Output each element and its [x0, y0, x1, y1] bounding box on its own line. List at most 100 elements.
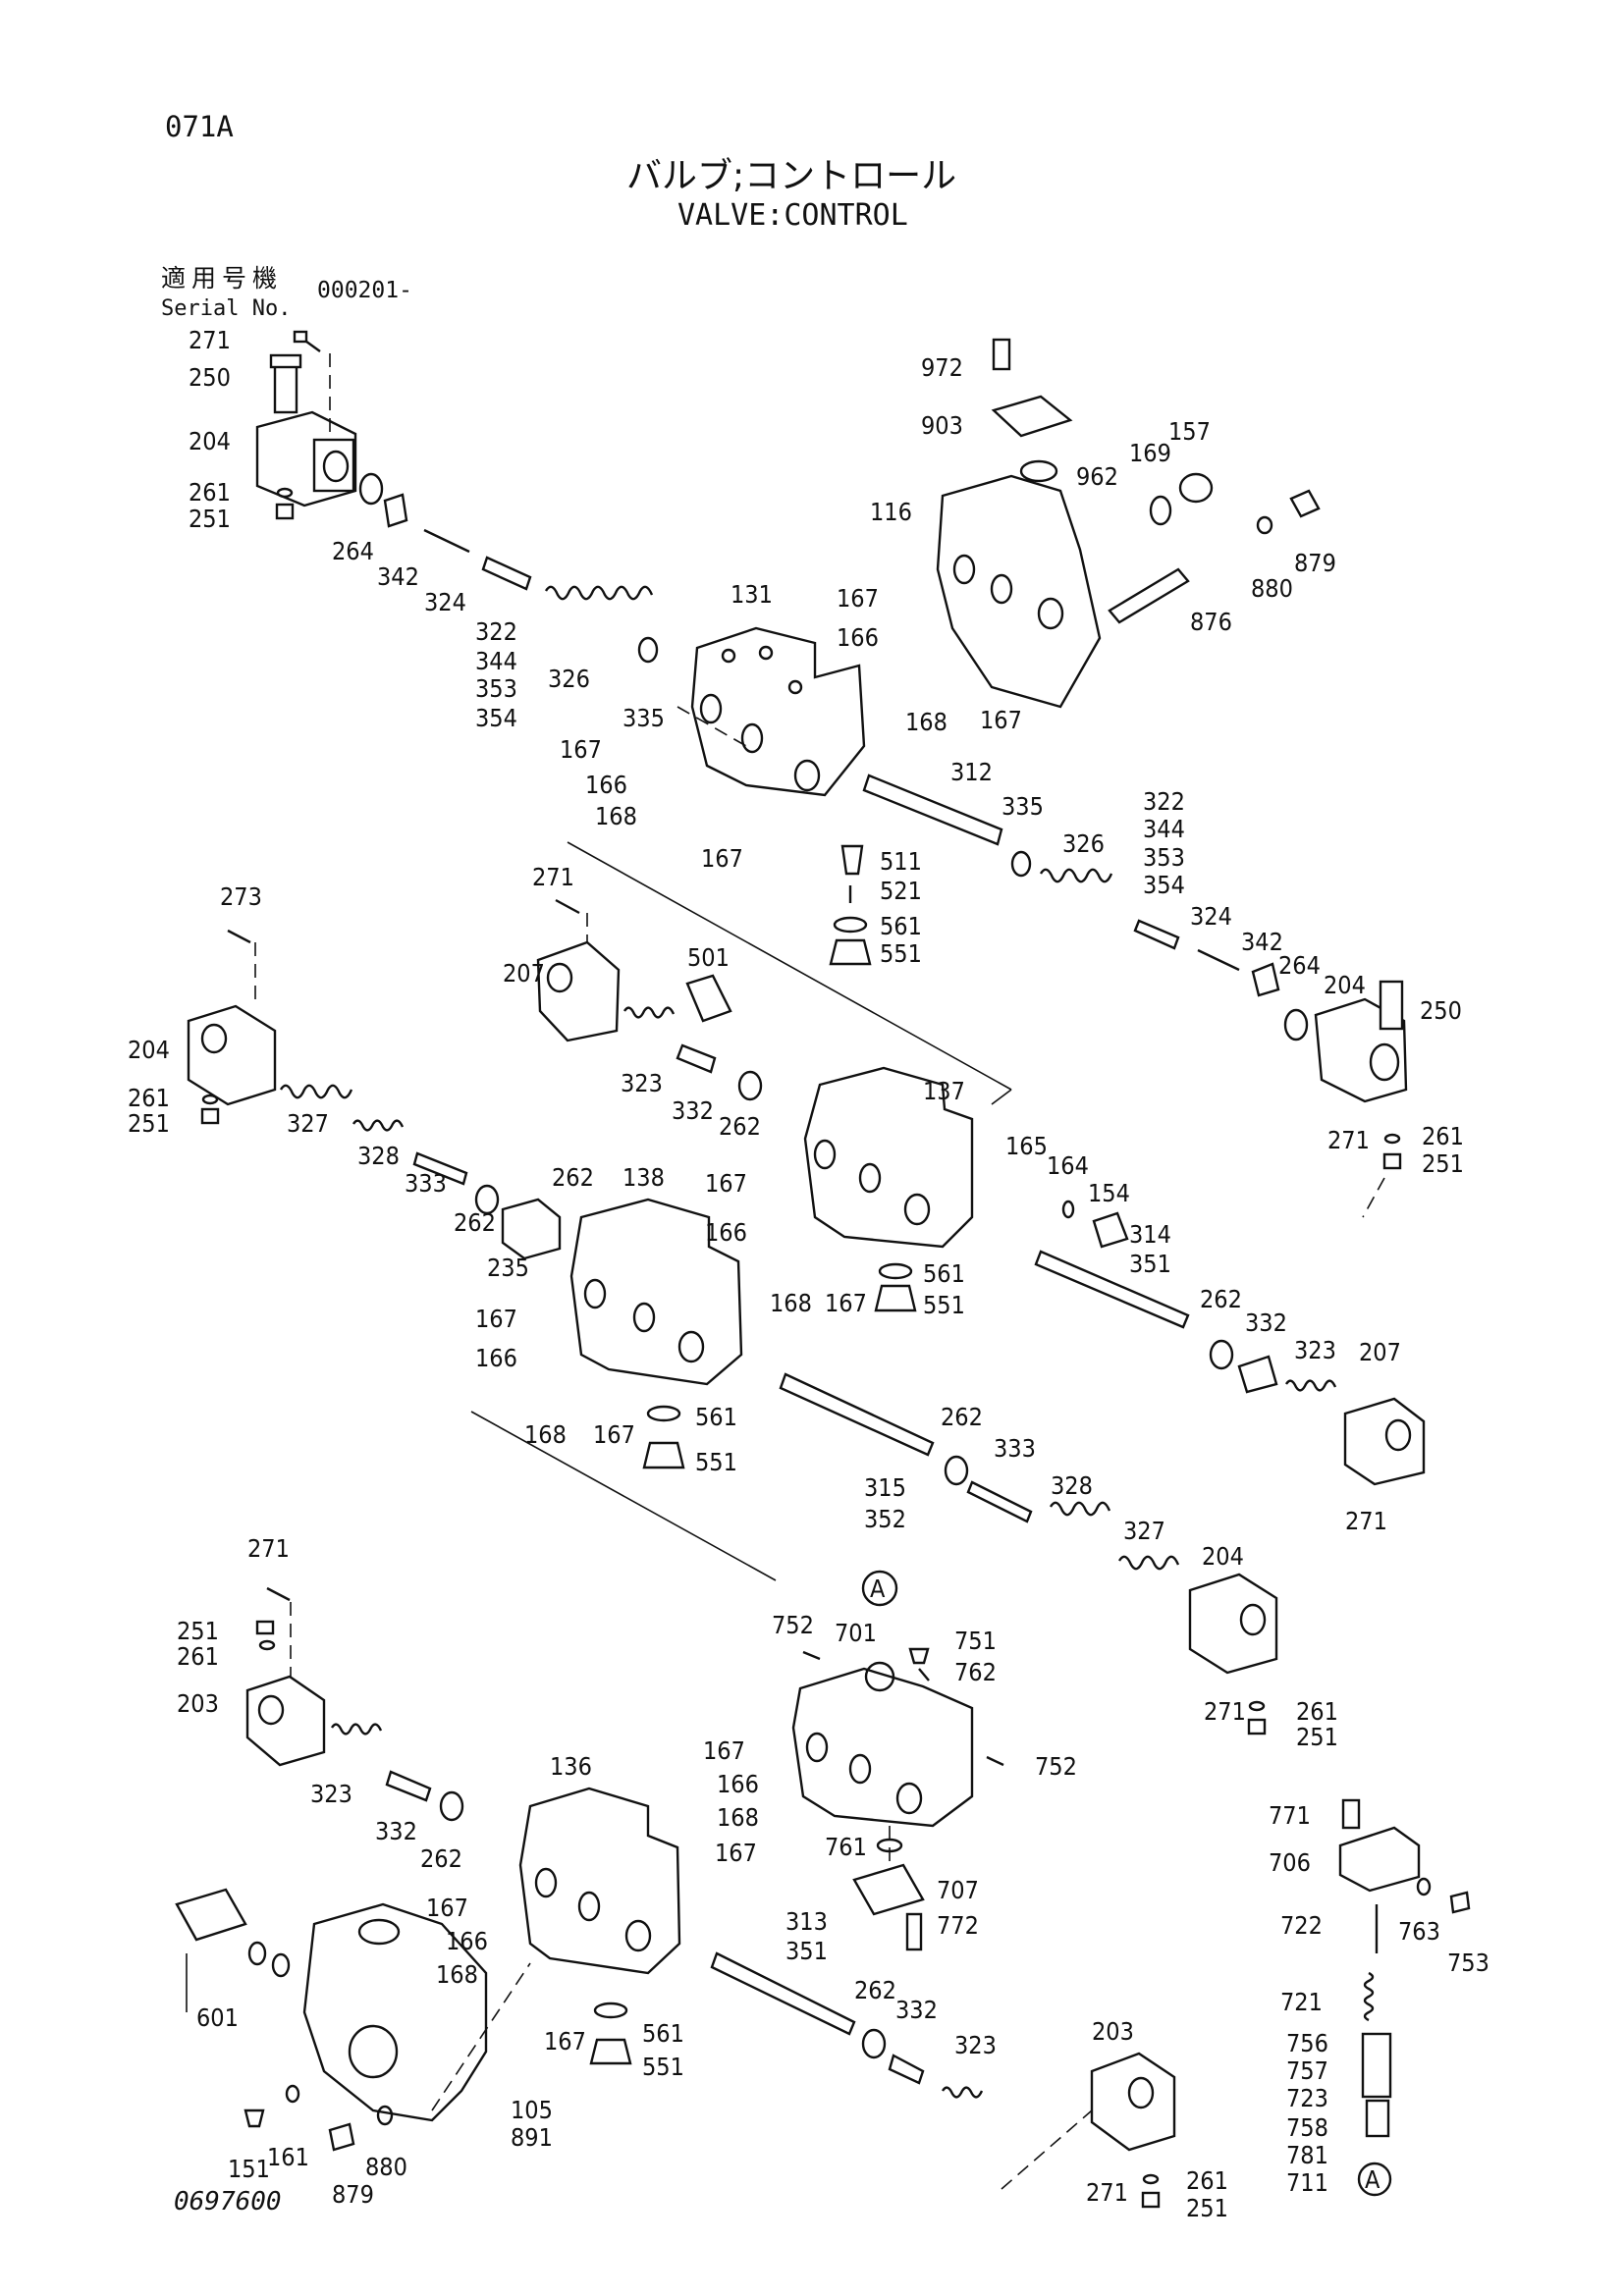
callout-262: 262: [854, 1976, 896, 2004]
callout-324: 324: [424, 588, 466, 616]
callout-166: 166: [717, 1770, 759, 1798]
callout-601: 601: [196, 2003, 239, 2032]
callout-323: 323: [621, 1069, 663, 1097]
callout-323: 323: [1294, 1336, 1336, 1364]
callout-262: 262: [719, 1112, 761, 1141]
callout-551: 551: [642, 2053, 684, 2081]
middle-cap-207-assembly: [536, 898, 763, 1101]
lower-valve-section-136: [518, 1787, 681, 2065]
callout-167: 167: [475, 1305, 517, 1333]
callout-511: 511: [880, 847, 922, 876]
callout-903: 903: [921, 411, 963, 440]
callout-271: 271: [1345, 1507, 1387, 1535]
callout-167: 167: [703, 1736, 745, 1765]
callout-758: 758: [1286, 2113, 1328, 2142]
callout-273: 273: [220, 882, 262, 911]
callout-168: 168: [595, 802, 637, 830]
callout-332: 332: [672, 1096, 714, 1125]
callout-262: 262: [552, 1163, 594, 1192]
callout-264: 264: [1278, 951, 1321, 980]
callout-751: 751: [954, 1627, 997, 1655]
callout-756: 756: [1286, 2029, 1328, 2057]
callout-261: 261: [1186, 2166, 1228, 2195]
callout-204: 204: [1202, 1542, 1244, 1571]
callout-962: 962: [1076, 462, 1118, 491]
callout-167: 167: [715, 1839, 757, 1867]
callout-723: 723: [1286, 2084, 1328, 2112]
callout-707: 707: [937, 1876, 979, 1904]
callout-879: 879: [332, 2180, 374, 2209]
callout-204: 204: [189, 427, 231, 455]
lower-right-spool-assembly: [710, 1951, 1176, 2209]
callout-781: 781: [1286, 2141, 1328, 2169]
callout-351: 351: [1129, 1250, 1171, 1278]
callout-264: 264: [332, 537, 374, 565]
callout-880: 880: [1251, 574, 1293, 603]
callout-251: 251: [189, 505, 231, 533]
callout-262: 262: [420, 1844, 462, 1873]
callout-167: 167: [837, 584, 879, 613]
callout-167: 167: [701, 844, 743, 873]
callout-164: 164: [1047, 1151, 1089, 1180]
lower-inlet-housing-105: [175, 1888, 488, 2152]
callout-752: 752: [772, 1611, 814, 1639]
callout-722: 722: [1280, 1911, 1323, 1940]
callout-138: 138: [623, 1163, 665, 1192]
callout-168: 168: [717, 1803, 759, 1832]
callout-327: 327: [1123, 1517, 1165, 1545]
callout-168: 168: [524, 1420, 567, 1449]
relief-valve-706-assembly: [1338, 1798, 1471, 2197]
reference-a-circle: [861, 1570, 898, 1607]
callout-151: 151: [228, 2155, 270, 2183]
serial-label-english: Serial No.: [161, 296, 292, 321]
callout-207: 207: [1359, 1338, 1401, 1366]
callout-752: 752: [1035, 1752, 1077, 1781]
upper-end-cap-assembly: [255, 330, 659, 664]
callout-271: 271: [1327, 1126, 1370, 1154]
callout-344: 344: [475, 647, 517, 675]
callout-972: 972: [921, 353, 963, 382]
callout-167: 167: [980, 706, 1022, 734]
callout-166: 166: [837, 623, 879, 652]
callout-352: 352: [864, 1505, 906, 1533]
callout-168: 168: [905, 708, 947, 736]
callout-323: 323: [954, 2031, 997, 2059]
callout-711: 711: [1286, 2168, 1328, 2197]
callout-561: 561: [695, 1403, 737, 1431]
figure-number: 0697600: [174, 2187, 282, 2216]
callout-561: 561: [642, 2019, 684, 2048]
upper-housing-116: [936, 338, 1321, 709]
callout-166: 166: [475, 1344, 517, 1372]
callout-157: 157: [1168, 417, 1211, 446]
callout-353: 353: [475, 674, 517, 703]
callout-136: 136: [550, 1752, 592, 1781]
callout-323: 323: [310, 1780, 352, 1808]
callout-167: 167: [705, 1169, 747, 1198]
callout-251: 251: [1186, 2194, 1228, 2222]
callout-551: 551: [695, 1448, 737, 1476]
callout-315: 315: [864, 1473, 906, 1502]
middle-right-spool-assembly: [779, 1200, 1426, 1735]
callout-167: 167: [426, 1894, 468, 1922]
callout-721: 721: [1280, 1988, 1323, 2016]
callout-879: 879: [1294, 549, 1336, 577]
callout-762: 762: [954, 1658, 997, 1686]
callout-314: 314: [1129, 1220, 1171, 1249]
callout-313: 313: [785, 1907, 828, 1936]
callout-876: 876: [1190, 608, 1232, 636]
callout-203: 203: [1092, 2017, 1134, 2046]
callout-335: 335: [1001, 792, 1044, 821]
upper-valve-section-131: [690, 626, 866, 797]
callout-271: 271: [247, 1534, 290, 1563]
callout-328: 328: [1051, 1471, 1093, 1500]
callout-561: 561: [923, 1259, 965, 1288]
callout-551: 551: [923, 1291, 965, 1319]
title-japanese: バルブ;コントロール: [626, 156, 957, 196]
callout-322: 322: [475, 617, 517, 646]
callout-701: 701: [835, 1619, 877, 1647]
callout-167: 167: [544, 2027, 586, 2056]
callout-354: 354: [1143, 871, 1185, 899]
callout-165: 165: [1005, 1132, 1048, 1160]
callout-771: 771: [1269, 1801, 1311, 1830]
